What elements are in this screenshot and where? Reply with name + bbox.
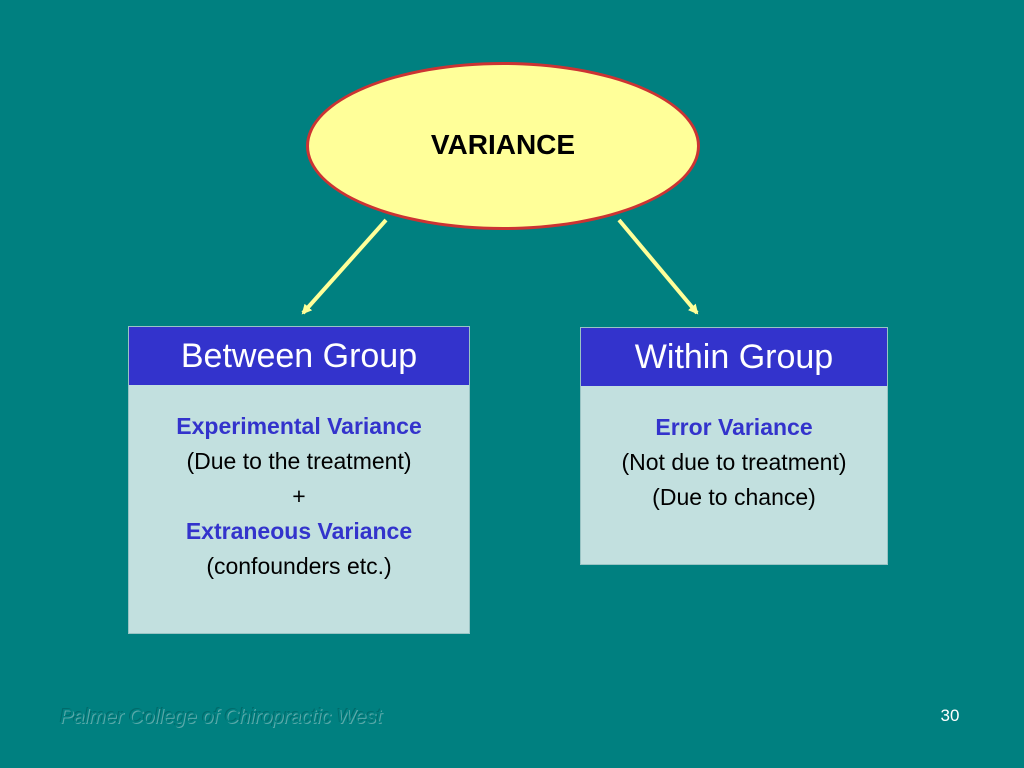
footer-institution: Palmer College of Chiropractic West (60, 706, 382, 728)
variance-ellipse: VARIANCE (306, 62, 700, 230)
plus-sign: + (292, 483, 306, 509)
extraneous-variance-label: Extraneous Variance (185, 518, 413, 544)
within-group-box: Within Group Error Variance (Not due to … (580, 327, 888, 565)
not-due-to-treatment-text: (Not due to treatment) (621, 449, 847, 475)
between-group-body: Experimental Variance (Due to the treatm… (129, 385, 469, 584)
error-variance-label: Error Variance (655, 414, 813, 440)
due-to-treatment-text: (Due to the treatment) (186, 448, 412, 474)
experimental-variance-label: Experimental Variance (176, 413, 422, 439)
within-group-header: Within Group (581, 328, 887, 386)
between-group-header: Between Group (129, 327, 469, 385)
page-number: 30 (940, 706, 960, 725)
arrow-to-within-group (617, 218, 699, 315)
between-group-box: Between Group Experimental Variance (Due… (128, 326, 470, 634)
within-group-body: Error Variance (Not due to treatment) (D… (581, 386, 887, 515)
variance-title: VARIANCE (430, 129, 576, 160)
confounders-text: (confounders etc.) (206, 553, 392, 579)
arrow-to-between-group (301, 218, 388, 315)
due-to-chance-text: (Due to chance) (652, 484, 816, 510)
